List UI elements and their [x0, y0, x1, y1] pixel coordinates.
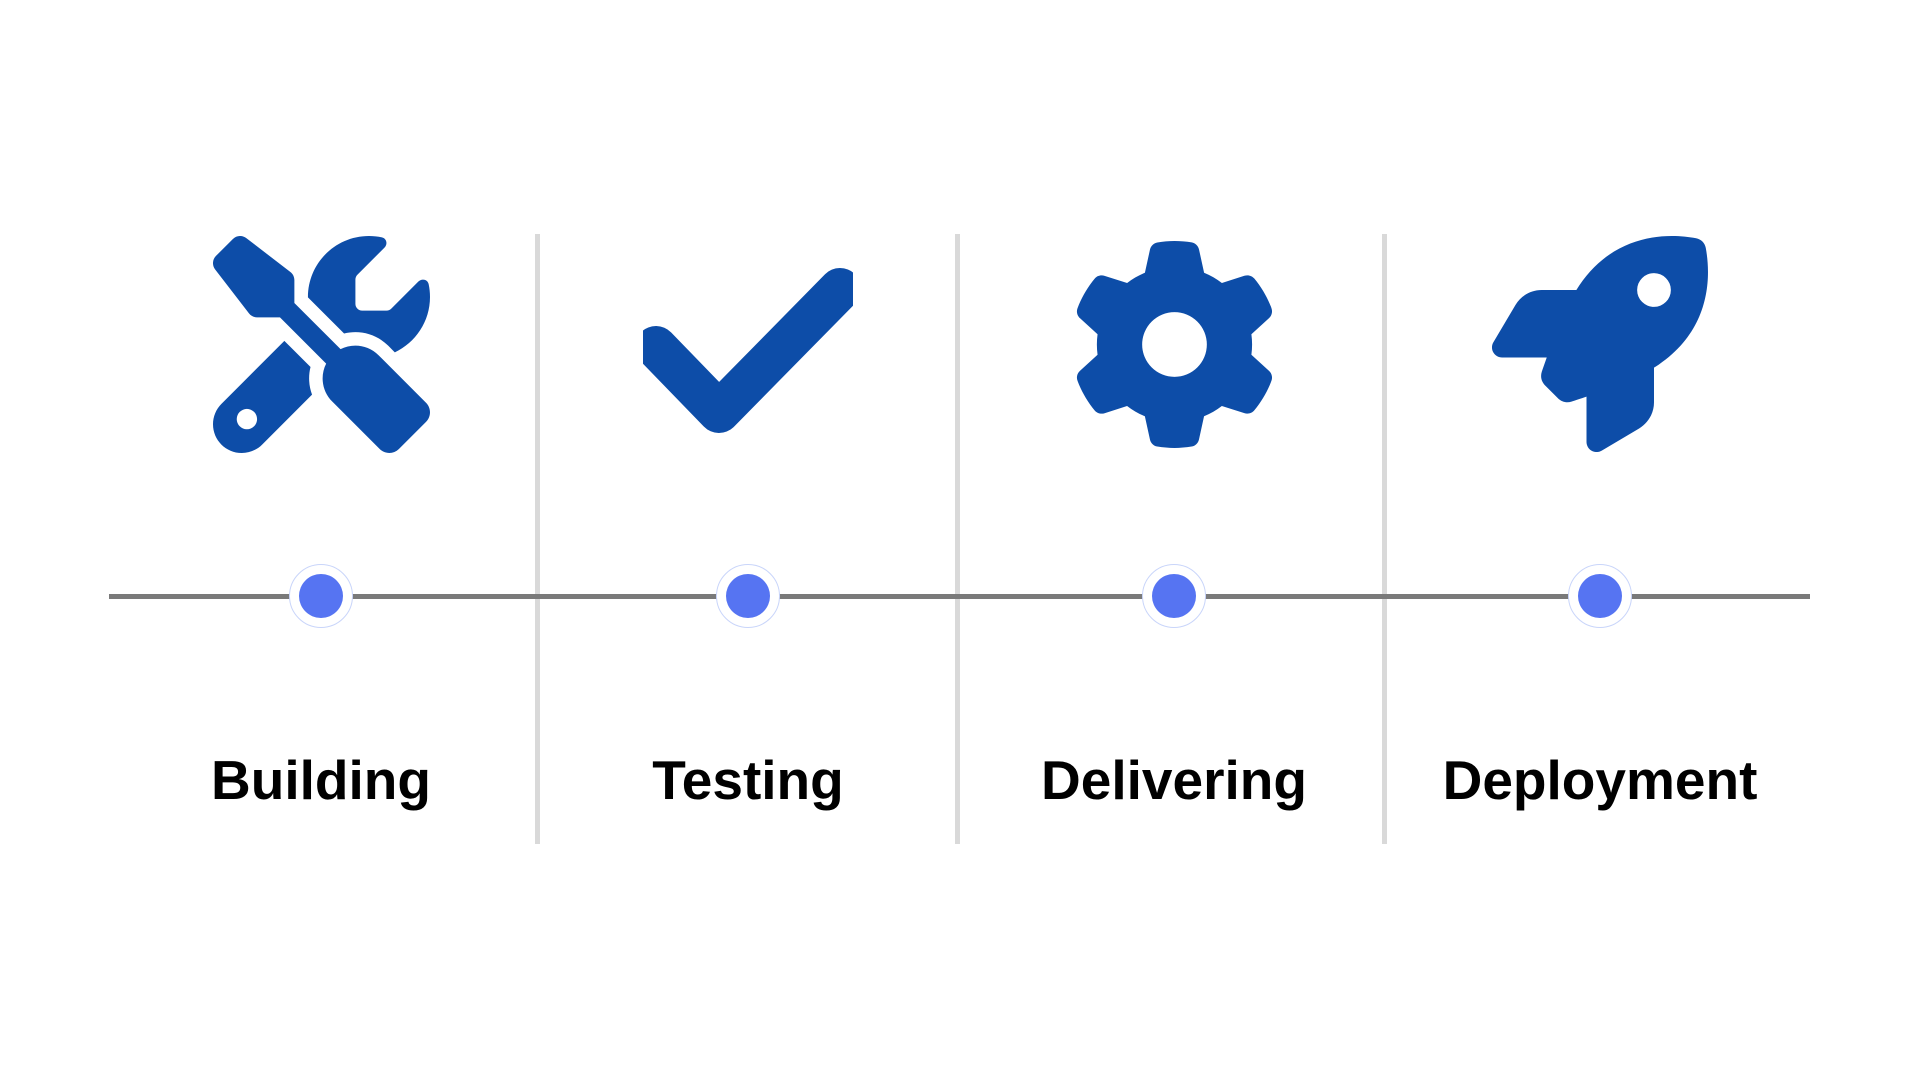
stage-label: Testing — [652, 749, 844, 811]
gear-icon — [961, 237, 1387, 451]
timeline-dot-inner — [1152, 574, 1196, 618]
stage-label: Deployment — [1442, 749, 1758, 811]
stage-building: Building — [108, 0, 534, 1080]
check-icon — [535, 237, 961, 451]
timeline-dot — [1142, 564, 1206, 628]
timeline-dot — [289, 564, 353, 628]
stage-label: Building — [211, 749, 431, 811]
timeline-dot — [716, 564, 780, 628]
timeline-dot-inner — [299, 574, 343, 618]
section-divider — [1382, 234, 1387, 844]
stage-label: Delivering — [1041, 749, 1307, 811]
timeline-dot — [1568, 564, 1632, 628]
rocket-icon — [1387, 236, 1813, 452]
section-divider — [955, 234, 960, 844]
stage-testing: Testing — [535, 0, 961, 1080]
stage-delivering: Delivering — [961, 0, 1387, 1080]
timeline-line — [109, 594, 1810, 599]
section-divider — [535, 234, 540, 844]
timeline-dot-inner — [726, 574, 770, 618]
tools-icon — [108, 235, 534, 453]
stage-deployment: Deployment — [1387, 0, 1813, 1080]
timeline-dot-inner — [1578, 574, 1622, 618]
